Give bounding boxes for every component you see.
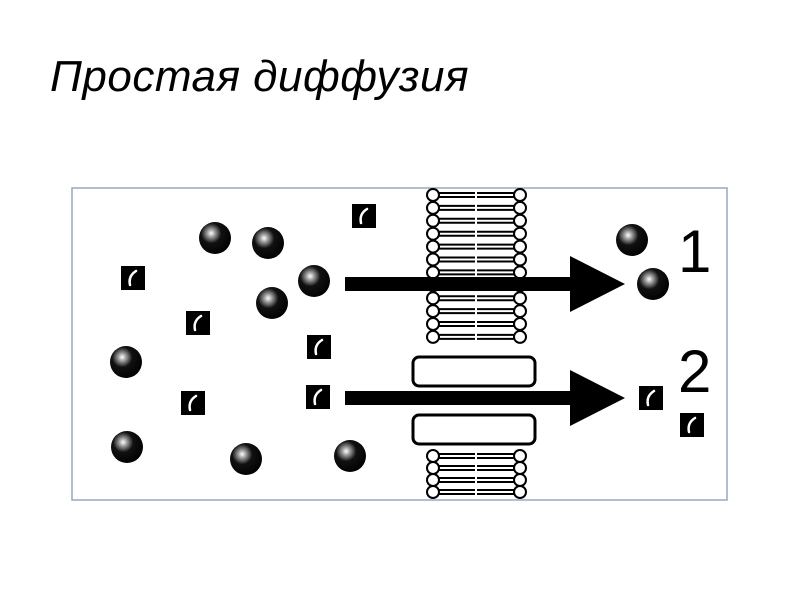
lipid-head [426, 291, 440, 306]
square-molecule-icon [639, 386, 663, 410]
sphere-molecule-icon [199, 222, 231, 254]
lipid-head [513, 252, 527, 267]
lipid-head [426, 213, 440, 228]
lipid-head [426, 226, 440, 241]
square-molecule-icon [680, 413, 704, 437]
lipid-head [513, 304, 527, 319]
lipid-head [513, 317, 527, 331]
channel-lower-block [411, 413, 537, 446]
membrane-channel-icon [411, 355, 537, 446]
lipid-head [513, 461, 527, 475]
lipid-bilayer-icon [426, 188, 527, 499]
sphere-molecule-icon [230, 443, 262, 475]
square-molecule-icon [121, 266, 145, 290]
lipid-head [426, 473, 440, 487]
route-label-1: 1 [678, 218, 711, 285]
lipid-head [513, 449, 527, 463]
arrow-1-shaft [345, 277, 585, 291]
sphere-molecule-icon [298, 265, 330, 297]
square-molecule-icon [306, 385, 330, 409]
arrow-2-head [570, 370, 625, 426]
lipid-head [426, 304, 440, 319]
lipid-head [513, 213, 527, 228]
lipid-head [513, 188, 527, 202]
lipid-head [426, 317, 440, 331]
lipid-head [513, 239, 527, 254]
square-molecule-icon [352, 204, 376, 228]
lipid-head [426, 449, 440, 463]
sphere-molecule-icon [334, 440, 366, 472]
lipid-head [426, 239, 440, 254]
lipid-head [513, 226, 527, 241]
lipid-head [513, 485, 527, 499]
sphere-molecule-icon [616, 224, 648, 256]
sphere-molecule-icon [252, 227, 284, 259]
arrow-2-shaft [345, 391, 585, 405]
lipid-head [513, 291, 527, 306]
arrow-right-icon [345, 256, 625, 312]
channel-upper-block [411, 355, 537, 388]
lipid-head [513, 265, 527, 280]
sphere-molecule-icon [256, 287, 288, 319]
lipid-head [426, 252, 440, 267]
lipid-head [426, 265, 440, 280]
route-label-2: 2 [678, 338, 711, 405]
lipid-head [426, 188, 440, 202]
lipid-head [426, 329, 440, 344]
square-molecule-icon [186, 311, 210, 335]
lipid-head [426, 485, 440, 499]
lipid-head [513, 329, 527, 344]
lipid-head [426, 200, 440, 215]
arrow-1-head [570, 256, 625, 312]
square-molecule-icon [181, 391, 205, 415]
lipid-head [513, 200, 527, 215]
lipid-head [513, 473, 527, 487]
sphere-molecule-icon [110, 346, 142, 378]
arrow-right-icon [345, 370, 625, 426]
slide-title: Простая диффузия [50, 52, 469, 101]
square-molecule-icon [307, 335, 331, 359]
lipid-head [426, 461, 440, 475]
sphere-molecule-icon [637, 268, 669, 300]
sphere-molecule-icon [111, 431, 143, 463]
